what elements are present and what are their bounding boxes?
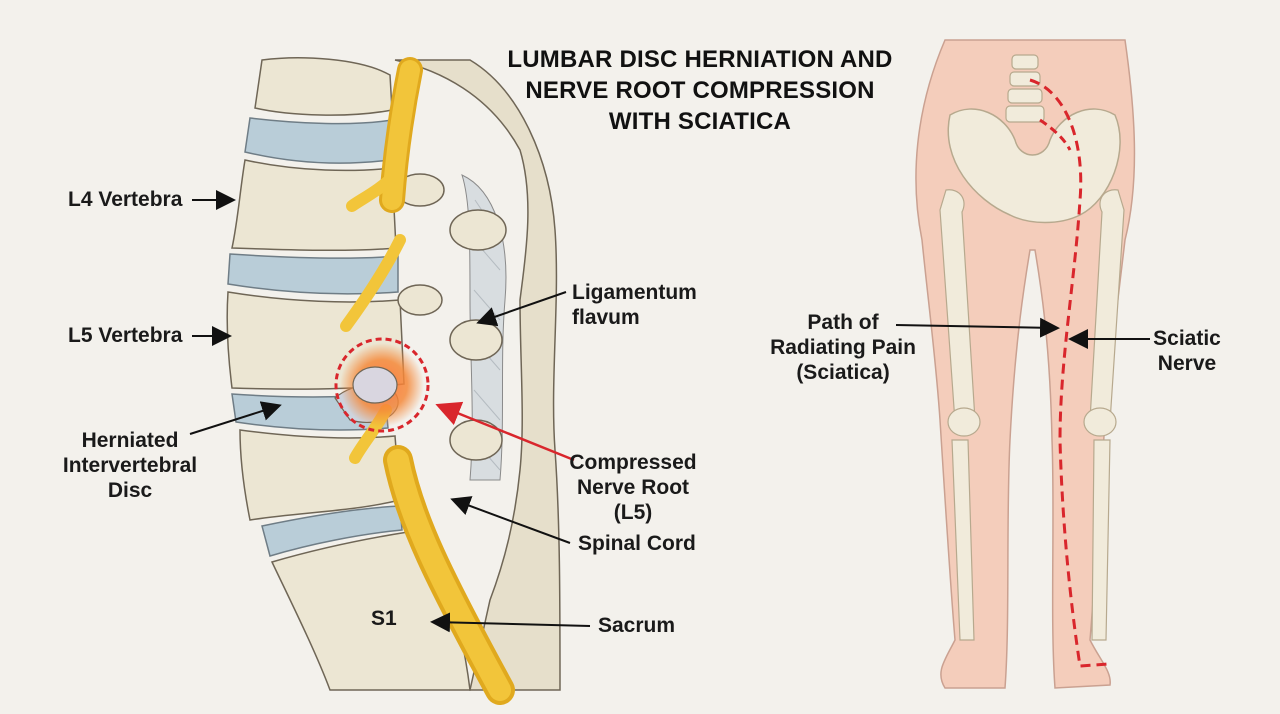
label-spinal-cord: Spinal Cord [578, 532, 696, 555]
label-l5-vertebra: L5 Vertebra [68, 324, 183, 347]
title-line-3: WITH SCIATICA [608, 108, 792, 135]
label-path-line-1: Path of [807, 311, 879, 334]
label-herniated-line-1: Herniated [81, 429, 179, 452]
label-lig-line-1: Ligamentum [572, 281, 697, 304]
label-sacrum: Sacrum [598, 614, 676, 637]
diagram-title: LUMBAR DISC HERNIATION AND NERVE ROOT CO… [470, 44, 930, 137]
label-herniated-line-3: Disc [107, 479, 153, 502]
pointer-arrows [189, 190, 1150, 633]
label-path-line-2: Radiating Pain [770, 336, 916, 359]
title-line-1: LUMBAR DISC HERNIATION AND [507, 46, 893, 73]
label-radiating-pain: Path of Radiating Pain (Sciatica) [768, 310, 918, 385]
label-herniated-disc: Herniated Intervertebral Disc [50, 428, 210, 503]
label-compressed-line-2: Nerve Root (L5) [576, 476, 690, 524]
leg-illustration [915, 39, 1136, 689]
label-sciatic-line-1: Sciatic [1153, 327, 1221, 350]
label-compressed-nerve-root: Compressed Nerve Root (L5) [558, 450, 708, 525]
label-ligamentum-flavum: Ligamentum flavum [572, 280, 697, 330]
spine-illustration [226, 57, 561, 705]
compressed-root-arrow [435, 401, 575, 462]
label-lig-line-2: flavum [572, 306, 640, 329]
label-s1: S1 [371, 607, 397, 630]
label-sciatic-nerve: Sciatic Nerve [1152, 326, 1222, 376]
label-l4-vertebra: L4 Vertebra [68, 188, 183, 211]
label-sciatic-line-2: Nerve [1157, 352, 1217, 375]
label-compressed-line-1: Compressed [569, 451, 697, 474]
label-herniated-line-2: Intervertebral [62, 454, 198, 477]
title-line-2: NERVE ROOT COMPRESSION [525, 77, 875, 104]
label-path-line-3: (Sciatica) [796, 361, 890, 384]
